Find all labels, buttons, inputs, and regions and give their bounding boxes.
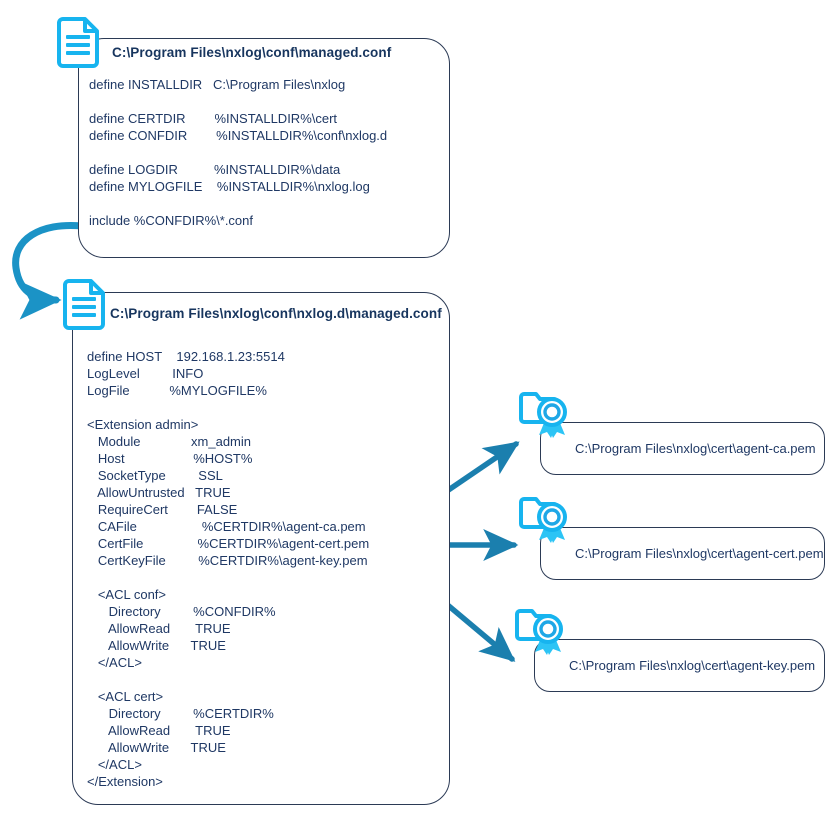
cert-label-agent-cert: C:\Program Files\nxlog\cert\agent-cert.p… [575,546,824,561]
panel-nxlogd-managed-conf [72,292,450,805]
panel-title-managed-conf: C:\Program Files\nxlog\conf\managed.conf [112,45,392,60]
certificate-icon [515,609,563,655]
config-body-nxlogd-managed-conf: define HOST 192.168.1.23:5514 LogLevel I… [87,349,370,789]
certificate-icon [519,392,567,438]
certificate-icon [519,497,567,543]
cert-box-agent-ca: C:\Program Files\nxlog\cert\agent-ca.pem [540,422,825,475]
cert-box-agent-key: C:\Program Files\nxlog\cert\agent-key.pe… [534,639,825,692]
cert-box-agent-cert: C:\Program Files\nxlog\cert\agent-cert.p… [540,527,825,580]
panel-managed-conf [78,38,450,258]
cert-label-agent-key: C:\Program Files\nxlog\cert\agent-key.pe… [569,658,816,673]
document-icon [57,17,99,68]
cert-label-agent-ca: C:\Program Files\nxlog\cert\agent-ca.pem [575,441,816,456]
config-body-managed-conf: define INSTALLDIR C:\Program Files\nxlog… [89,77,388,228]
document-icon [63,279,105,330]
panel-title-nxlogd-managed-conf: C:\Program Files\nxlog\conf\nxlog.d\mana… [110,306,442,321]
